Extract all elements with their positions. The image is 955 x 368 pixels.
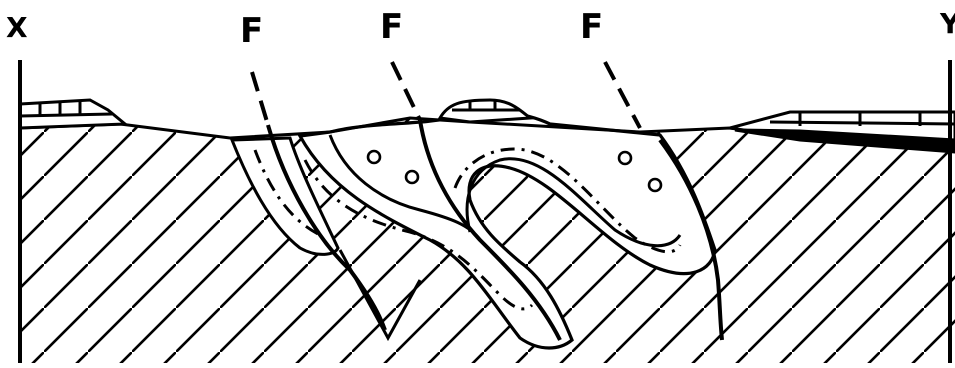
- fault-label-1: F: [240, 14, 263, 48]
- cover-deposit-left: [20, 100, 125, 128]
- fault-label-2: F: [380, 10, 403, 44]
- section-end-label-x: X: [6, 14, 28, 42]
- fault-label-3: F: [580, 10, 603, 44]
- section-end-label-y: Y: [940, 10, 955, 38]
- cover-deposit-center: [440, 100, 530, 122]
